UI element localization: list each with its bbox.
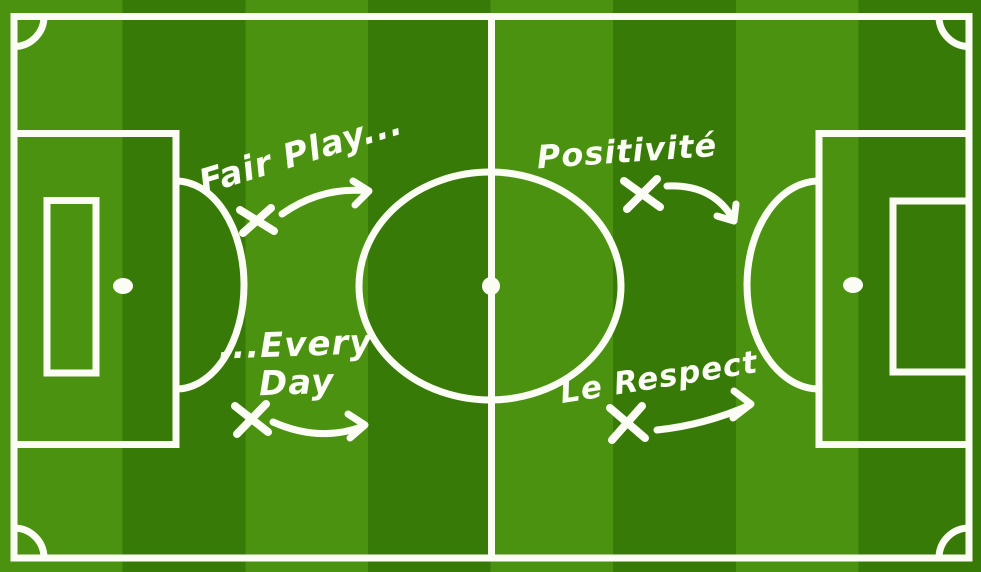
x-marker-le-respect (606, 402, 649, 444)
penalty-arc-right (743, 177, 820, 393)
corner-arc-top-left (13, 16, 48, 50)
penalty-arc-left (175, 177, 248, 393)
penalty-area-right (815, 130, 969, 448)
label-every-day-line2: Day (258, 361, 335, 405)
centre-spot (482, 277, 500, 295)
x-marker-positivite (620, 175, 664, 213)
arrow-fair-play (278, 177, 373, 218)
arrow-le-respect (653, 387, 755, 434)
corner-arc-top-right (935, 16, 970, 50)
goal-area-right (889, 197, 969, 376)
x-marker-every-day (231, 400, 272, 438)
label-every-day-line1: ...Every (217, 322, 374, 368)
corner-arc-bottom-right (935, 524, 970, 559)
penalty-spot-right (843, 277, 863, 293)
penalty-spot-left (113, 278, 133, 294)
corner-arc-bottom-left (13, 524, 48, 559)
centre-circle (355, 168, 625, 404)
penalty-area-left (14, 130, 180, 448)
label-every-day: ...Every Day (217, 322, 375, 405)
x-marker-fair-play (236, 204, 278, 237)
arrow-positivite (663, 182, 740, 225)
goal-area-left (43, 197, 100, 377)
arrow-every-day (269, 410, 369, 442)
